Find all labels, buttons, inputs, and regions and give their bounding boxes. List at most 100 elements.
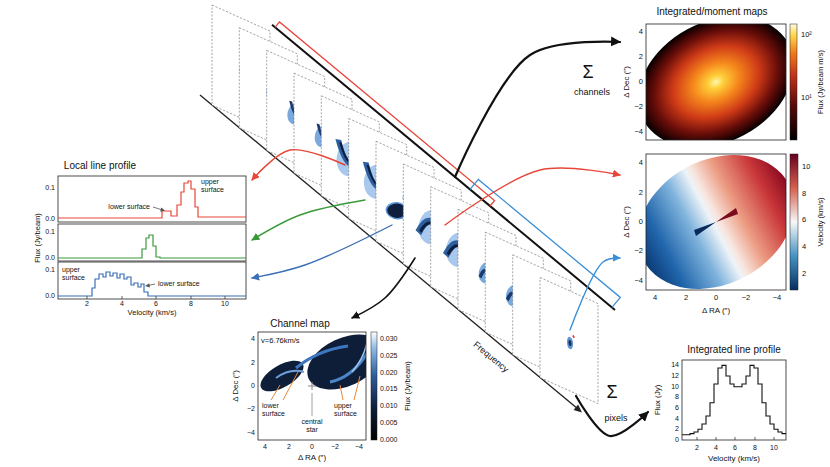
axis-label: Δ Dec (″) xyxy=(231,370,240,402)
plot-annotation: v=6.76km/s xyxy=(261,337,300,346)
annotation: central star xyxy=(296,418,328,434)
sum-symbol: Σ xyxy=(606,382,617,403)
tick-label: −2 xyxy=(247,405,255,413)
tick-label: 4 xyxy=(263,443,267,451)
tick-label: 0.000 xyxy=(380,436,398,444)
velocity-map-plot xyxy=(694,222,716,236)
velocity-map-plot xyxy=(646,154,786,290)
annotation-arrow xyxy=(160,208,165,212)
velocity-map-plot xyxy=(646,154,786,290)
tick-label: 4 xyxy=(639,159,643,168)
tick-label: 0.0 xyxy=(45,215,55,223)
tick-label: 0.015 xyxy=(380,385,398,393)
flow-arrow xyxy=(352,258,415,318)
tick-label: 0 xyxy=(675,436,679,444)
tick-label: 0.025 xyxy=(380,352,398,360)
tick-label: 0.1 xyxy=(45,228,55,236)
tick-label: 2 xyxy=(695,444,699,452)
axis-label: Velocity (km/s) xyxy=(128,309,177,318)
tick-label: 10² xyxy=(801,31,812,40)
tick-label: 6 xyxy=(802,216,806,225)
tick-label: 4 xyxy=(802,243,806,252)
axis-label: Δ RA (″) xyxy=(702,306,730,315)
tick-label: 2 xyxy=(85,300,89,308)
tick-label: 0.005 xyxy=(380,419,398,427)
axis-label: Frequency xyxy=(471,339,510,374)
tick-label: 0 xyxy=(639,218,643,227)
spectrum-line xyxy=(58,272,246,296)
tick-label: 8 xyxy=(189,300,193,308)
local-profile-plot xyxy=(58,176,246,299)
integrated-profile-panel: Integrated line profileFlux (Jy)14121086… xyxy=(648,340,830,467)
axis-label: Velocity (km/s) xyxy=(817,198,826,247)
channel-stack xyxy=(572,334,575,338)
tick-label: 8 xyxy=(753,444,757,452)
tick-label: −4 xyxy=(773,294,782,303)
flow-arrow xyxy=(570,258,620,330)
annotation: upper surface xyxy=(201,178,235,194)
moment-map-plot xyxy=(615,0,816,173)
local-profile-plot xyxy=(58,224,246,261)
range-bracket xyxy=(275,22,495,206)
tick-label: 0 xyxy=(639,78,643,87)
tick-label: 0.0 xyxy=(45,254,55,262)
local-profile-plot xyxy=(58,176,246,222)
tick-label: −2 xyxy=(634,103,643,112)
moment-map-plot xyxy=(646,24,786,140)
tick-label: −4 xyxy=(247,429,255,437)
moment-map-plot xyxy=(646,24,786,140)
tick-label: 4 xyxy=(251,335,255,343)
arrow-label: pixels xyxy=(604,413,627,423)
tick-label: 0 xyxy=(714,294,718,303)
tick-label: 10 xyxy=(770,444,778,452)
axis-label: Flux (Jy/beam) xyxy=(34,213,43,263)
colorbar xyxy=(371,332,377,440)
axis-label: Δ RA (″) xyxy=(298,453,326,462)
tick-label: 0.030 xyxy=(380,335,398,343)
arrow-label: channels xyxy=(574,87,610,97)
annotation: lower surface xyxy=(262,402,294,418)
sum-symbol: Σ xyxy=(582,62,593,83)
line-profile-panel: Local line profilelower surfaceupper sur… xyxy=(30,158,252,319)
tick-label: 4 xyxy=(714,444,718,452)
tick-label: 10¹ xyxy=(801,94,812,103)
tick-label: 0.010 xyxy=(380,402,398,410)
channel-map-plot xyxy=(276,371,304,378)
channel-map-plot xyxy=(296,346,348,368)
channel-map-panel: Channel mapv=6.76km/slower surfacecentra… xyxy=(228,318,423,467)
flow-arrow xyxy=(576,396,648,436)
flow-arrow xyxy=(252,150,345,180)
stack-edge xyxy=(272,25,615,310)
tick-label: 6 xyxy=(733,444,737,452)
tick-label: 14 xyxy=(671,361,679,369)
tick-mark xyxy=(697,437,774,440)
tick-label: −2 xyxy=(331,443,339,451)
tick-label: 4 xyxy=(120,300,124,308)
colorbar xyxy=(790,154,798,290)
stack-node: Frequency xyxy=(200,0,625,455)
tick-label: 8 xyxy=(675,393,679,401)
channel-stack xyxy=(540,278,598,404)
integrated-profile-plot xyxy=(682,360,786,440)
tick-label: 4 xyxy=(653,294,657,303)
channel-map-plot xyxy=(258,332,366,401)
annotation-arrow xyxy=(153,207,161,210)
velocity-map-plot xyxy=(646,154,786,290)
velocity-map-plot xyxy=(614,129,817,315)
tick-label: 2 xyxy=(675,425,679,433)
tick-label: 2 xyxy=(639,189,643,198)
tick-label: 6 xyxy=(154,300,158,308)
frequency-axis xyxy=(200,95,578,409)
tick-label: −2 xyxy=(634,247,643,256)
tick-label: 0.1 xyxy=(45,266,55,274)
tick-label: 2 xyxy=(802,270,806,279)
tick-label: 2 xyxy=(684,294,688,303)
annotation: lower surface xyxy=(108,203,150,211)
tick-label: −4 xyxy=(355,443,363,451)
tick-label: 6 xyxy=(675,404,679,412)
tick-label: −2 xyxy=(742,294,751,303)
panel-title: Integrated line profile xyxy=(687,344,780,356)
